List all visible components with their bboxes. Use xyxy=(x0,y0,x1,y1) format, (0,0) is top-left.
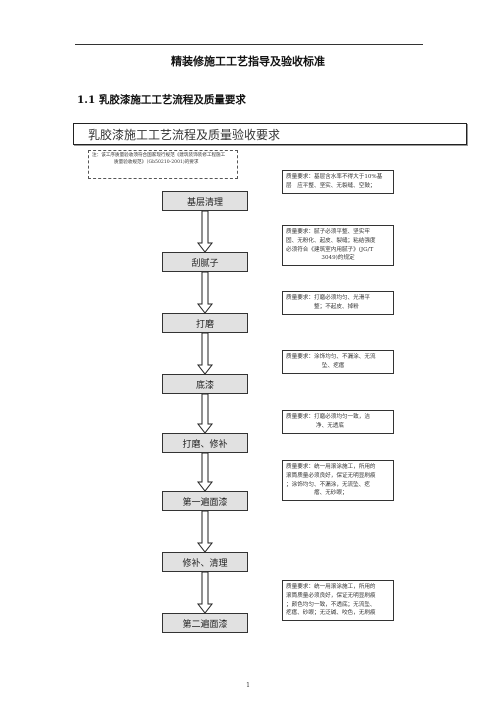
flowchart-banner-title: 乳胶漆施工工艺流程及质量验收要求 xyxy=(88,128,281,142)
flow-arrow xyxy=(196,510,214,553)
requirement-line: 固、无粉化、起皮、裂缝；粘结强度 xyxy=(286,237,376,244)
requirement-line: ；涂饰均匀、不漏涂，无流坠、疙 xyxy=(286,481,370,488)
requirement-line: 质量要求：基层含水率不得大于10%基 xyxy=(286,174,383,180)
requirement-line: 质量要求：打磨必须均匀一致，洁 xyxy=(286,414,370,420)
requirement-box: 质量要求：腻子必须平整、坚实牢 固、无粉化、起皮、裂缝；粘结强度 必须符合《建筑… xyxy=(282,225,394,267)
step-substrate-cleaning: 基层清理 xyxy=(162,191,248,211)
requirement-box: 质量要求：涂饰均匀、不漏涂、无流 坠、疙瘩 xyxy=(282,350,394,374)
step-sanding: 打磨 xyxy=(162,313,248,333)
header-rule xyxy=(75,44,423,45)
requirement-box: 质量要求：打磨必须均匀、光滑平 整；不起皮、掉粉 xyxy=(282,291,394,315)
requirement-line: 质量要求：打磨必须均匀、光滑平 xyxy=(286,295,370,301)
requirement-line: 质量要求：腻子必须平整、坚实牢 xyxy=(286,229,370,235)
flow-arrow xyxy=(196,571,214,614)
requirement-line: 质量要求：统一用滚涂施工，所用的 xyxy=(286,464,376,470)
requirement-line: 质量要求：统一用滚涂施工，所用的 xyxy=(286,584,376,590)
section-heading: 1.1 乳胶漆施工工艺流程及质量要求 xyxy=(77,94,246,106)
flow-arrow xyxy=(196,393,214,434)
flow-arrow xyxy=(196,332,214,375)
requirement-box: 质量要求：统一用滚涂施工，所用的 滚筒质量必须良好，保证无明显刷痕 ；涂饰均匀、… xyxy=(282,460,394,502)
requirement-line: 瘩、无砂眼； xyxy=(314,490,348,497)
requirement-line: 必须符合《建筑室内用腻子》(JG/T xyxy=(286,246,374,253)
page-number: 1 xyxy=(246,682,250,689)
step-putty: 刮腻子 xyxy=(162,252,248,272)
requirement-box: 质量要求：打磨必须均匀一致，洁 净、无透底 xyxy=(282,410,394,434)
step-primer: 底漆 xyxy=(162,374,248,394)
step-sanding-repair: 打磨、修补 xyxy=(162,433,248,453)
flowchart-banner xyxy=(73,123,467,145)
document-title: 精装修施工工艺指导及验收标准 xyxy=(171,55,325,68)
requirement-line: 滚筒质量必须良好，保证无明显刷痕 xyxy=(286,472,376,479)
requirement-line: 层 应平整、坚实、无裂缝、空鼓； xyxy=(286,182,376,189)
step-repair-cleanup: 修补、清理 xyxy=(162,552,248,572)
requirement-line: 疙瘩、砂眼；无泛碱、咬色，无刷痕 xyxy=(286,610,376,617)
note-line: 质量验收规范》（Gb50210-2001)的要求 xyxy=(114,159,199,165)
requirement-line: 整；不起皮、掉粉 xyxy=(314,303,359,310)
requirement-line: 质量要求：涂饰均匀、不漏涂、无流 xyxy=(286,354,376,360)
requirement-box: 质量要求：统一用滚涂施工，所用的 滚筒质量必须良好，保证无明显刷痕 ；颜色均匀一… xyxy=(282,580,394,622)
standard-note: 注：该工序质量验收须符合国家现行规范《建筑装饰装修工程施工 质量验收规范》（Gb… xyxy=(88,150,238,179)
requirement-line: 滚筒质量必须良好，保证无明显刷痕 xyxy=(286,592,376,599)
requirement-line: 3049)的规定 xyxy=(321,255,355,262)
step-second-topcoat: 第二遍面漆 xyxy=(162,613,248,633)
flow-arrow xyxy=(196,452,214,492)
requirement-box: 质量要求：基层含水率不得大于10%基 层 应平整、坚实、无裂缝、空鼓； xyxy=(282,170,394,194)
step-first-topcoat: 第一遍面漆 xyxy=(162,491,248,511)
requirement-line: 坠、疙瘩 xyxy=(322,362,345,369)
note-line: 注：该工序质量验收须符合国家现行规范《建筑装饰装修工程施工 xyxy=(92,153,226,158)
requirement-line: ；颜色均匀一致，不透底；无流坠、 xyxy=(286,601,376,608)
flow-arrow xyxy=(196,210,214,253)
requirement-line: 净、无透底 xyxy=(316,422,344,429)
flow-arrow xyxy=(196,271,214,314)
